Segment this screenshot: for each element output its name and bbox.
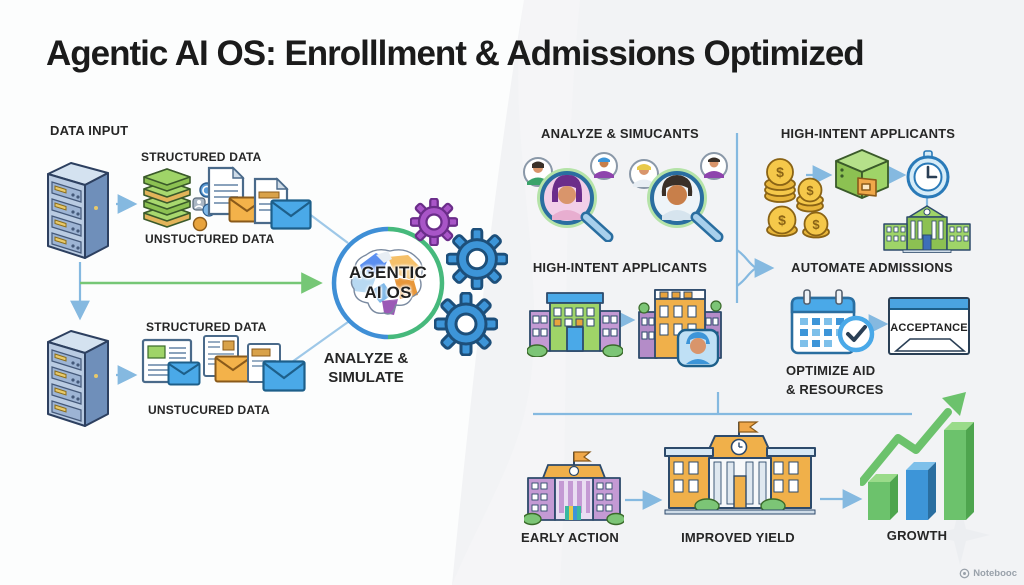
high-intent-applicants-right-heading: HIGH-INTENT APPLICANTS	[780, 126, 956, 141]
caption-line1: ANALYZE &	[323, 350, 409, 367]
letter-flap-icon	[894, 338, 966, 352]
server-icon-top	[47, 162, 109, 259]
magnifier-people-icon-1	[523, 152, 618, 242]
letter-topbar	[890, 299, 968, 310]
growth-label: GROWTH	[886, 528, 948, 543]
acceptance-letter: ACCEPTANCE	[888, 297, 970, 355]
high-intent-applicants-mid-heading: HIGH-INTENT APPLICANTS	[532, 260, 708, 275]
watermark-logo-icon	[959, 568, 970, 579]
brain-icon	[350, 248, 423, 315]
acceptance-label: ACCEPTANCE	[890, 322, 968, 334]
clock-icon	[906, 150, 950, 199]
automate-admissions-heading: AUTOMATE ADMISSIONS	[791, 260, 953, 275]
structured-data-top-label: STRUCTURED DATA	[141, 150, 262, 164]
svg-text:$: $	[812, 217, 820, 232]
coins-icon: $ $ $ $	[764, 158, 830, 239]
watermark: Notebooc	[959, 568, 1017, 579]
caption-line2: SIMULATE	[328, 368, 404, 386]
optimize-line1: OPTIMIZE AID	[786, 363, 876, 378]
watermark-text: Notebooc	[973, 568, 1017, 579]
optimize-aid-label: OPTIMIZE AID & RESOURCES	[786, 362, 884, 400]
unstructured-data-bottom-label: UNSTUCURED DATA	[148, 403, 270, 417]
server-icon-bottom	[47, 330, 109, 427]
svg-text:$: $	[806, 183, 814, 198]
early-action-building-icon	[524, 451, 624, 526]
data-input-label: DATA INPUT	[50, 123, 129, 138]
svg-text:$: $	[776, 164, 784, 180]
campus-building-icon	[527, 292, 623, 357]
calendar-icon	[790, 289, 856, 355]
safe-box-icon	[835, 149, 889, 199]
unstructured-data-top-label: UNSTUCTURED DATA	[145, 232, 275, 246]
applicant-avatar-icon	[676, 328, 720, 368]
improved-yield-label: IMPROVED YIELD	[681, 530, 795, 545]
gear-blue-icon-2	[434, 292, 498, 356]
gear-purple-icon	[410, 198, 458, 246]
applicant-building-icon	[638, 289, 722, 368]
improved-yield-building-icon	[664, 421, 816, 515]
svg-text:$: $	[778, 212, 786, 228]
envelope-blue-icon	[270, 199, 312, 230]
page-title: Agentic AI OS: Enrolllment & Admissions …	[46, 34, 865, 73]
checkmark-circle-icon	[837, 315, 875, 353]
envelope-blue-icon-2	[167, 361, 201, 386]
envelope-blue-icon-3	[262, 360, 306, 392]
webpage-doc-icon-1	[141, 338, 193, 384]
sparkle-watermark-icon	[930, 505, 990, 565]
core-label-line2: AI OS	[364, 283, 412, 302]
optimize-line2: & RESOURCES	[786, 381, 884, 397]
early-action-label: EARLY ACTION	[521, 530, 619, 545]
core-label-line1: AGENTIC	[349, 262, 427, 282]
analyze-simulate-caption: ANALYZE & SIMULATE	[300, 350, 432, 388]
growth-chart-icon	[860, 392, 974, 520]
magnifier-people-icon-2	[629, 152, 728, 242]
core-label: AGENTIC AI OS	[330, 225, 446, 341]
structured-data-bottom-label: STRUCTURED DATA	[146, 320, 267, 334]
agentic-ai-os-core: AGENTIC AI OS	[330, 225, 446, 341]
green-building-icon	[883, 205, 971, 253]
analyze-simucants-heading: ANALYZE & SIMUCANTS	[541, 126, 699, 141]
gear-blue-icon-1	[446, 228, 508, 290]
data-stack-icon	[143, 168, 191, 228]
